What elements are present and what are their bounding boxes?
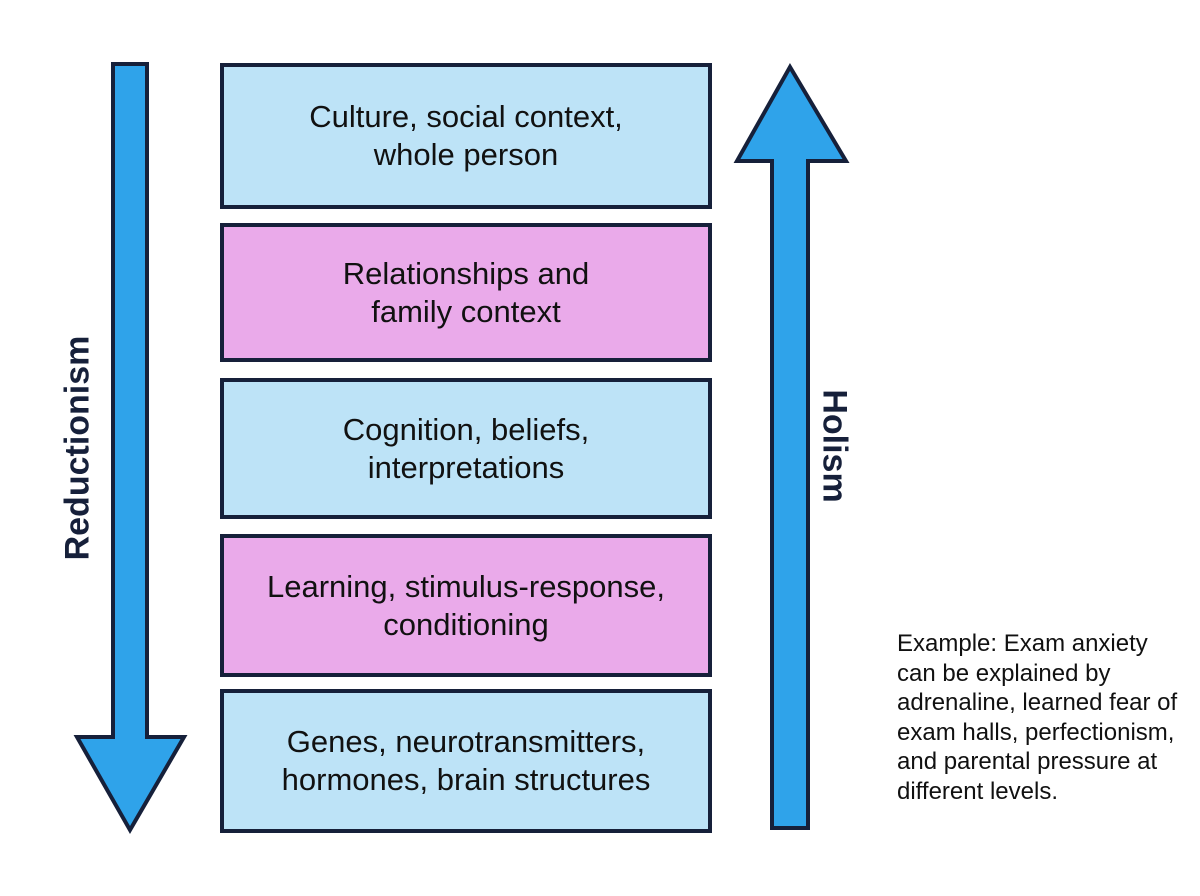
reductionism-label: Reductionism bbox=[58, 335, 97, 561]
holism-up-arrow bbox=[733, 63, 850, 830]
level-text: Relationships and family context bbox=[342, 255, 590, 329]
holism-label: Holism bbox=[815, 389, 854, 503]
level-box-learning: Learning, stimulus-response, conditionin… bbox=[220, 534, 712, 677]
level-box-culture: Culture, social context, whole person bbox=[220, 63, 712, 209]
level-text: Genes, neurotransmitters, hormones, brai… bbox=[281, 724, 651, 797]
level-text: Culture, social context, whole person bbox=[309, 99, 623, 172]
level-box-cognition: Cognition, beliefs, interpretations bbox=[220, 378, 712, 519]
level-text: Learning, stimulus-response, conditionin… bbox=[266, 568, 666, 642]
level-box-relationships: Relationships and family context bbox=[220, 223, 712, 362]
reductionism-down-arrow bbox=[73, 62, 188, 835]
level-box-biology: Genes, neurotransmitters, hormones, brai… bbox=[220, 689, 712, 833]
example-note: Example: Exam anxiety can be explained b… bbox=[897, 630, 1178, 805]
level-text: Cognition, beliefs, interpretations bbox=[342, 411, 590, 485]
